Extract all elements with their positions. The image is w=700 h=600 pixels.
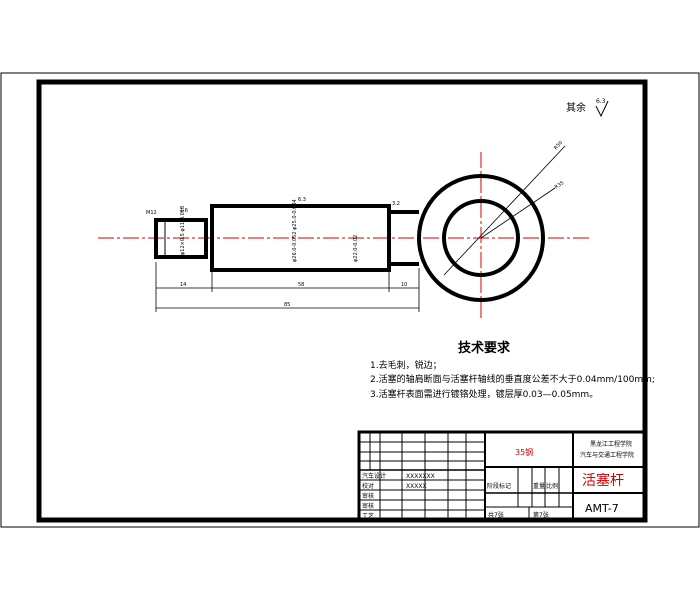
designer-label: 汽车设计: [362, 472, 386, 480]
checker-label: 校对: [362, 482, 374, 490]
length-dimensions: [155, 262, 420, 312]
scale-label: 比例: [546, 482, 558, 490]
threaded-end: [154, 218, 208, 259]
radius-leader-small: [480, 187, 556, 239]
sheet-number-label: 第7张: [533, 511, 549, 519]
material-label: 35钢: [515, 447, 533, 457]
length-14-label: 14: [180, 282, 186, 288]
roughness-1-label: 1.6: [180, 208, 188, 214]
roughness-symbol-icon: [595, 100, 609, 118]
requirement-item-1: 1.去毛刺，锐边；: [370, 359, 442, 371]
total-sheets-label: 共7张: [488, 511, 504, 519]
roughness-3-label: 3.2: [392, 201, 400, 207]
eye-inner-circle: [442, 199, 520, 277]
diameter-left-label: φ12×0.5 φ11-0.018: [180, 206, 186, 255]
requirement-item-3: 3.活塞杆表面需进行镀铬处理，镀层厚0.03—0.05mm。: [370, 388, 598, 400]
inner-frame: [36, 79, 648, 523]
piston-rod-drawing: [154, 145, 566, 302]
diameter-mid-label: φ26.0-0.052 φ25.0-0.084: [292, 199, 298, 262]
designer-value: XXXXXXX: [406, 473, 435, 480]
diameter-right-label: φ22.0-0.02: [353, 235, 359, 262]
length-58-label: 58: [298, 282, 304, 288]
requirements-title: 技术要求: [458, 340, 511, 356]
length-85-label: 85: [284, 302, 290, 308]
roughness-2-label: 6.3: [298, 197, 306, 203]
audit-label: 审核: [362, 502, 374, 510]
main-shaft: [210, 204, 391, 272]
school-name-line1: 黑龙江工程学院: [590, 440, 632, 448]
drawing-number-label: AMT-7: [585, 502, 619, 515]
radius-large-label: R50: [553, 140, 564, 151]
eye-outer-circle: [417, 174, 545, 302]
checker-value: XXXXX: [406, 483, 427, 490]
stage-mark-label: 阶段标记: [487, 482, 511, 490]
process-label: 工艺: [362, 512, 374, 520]
radius-leader-large: [443, 145, 566, 276]
roughness-note-value: 6.3: [596, 98, 606, 105]
technical-requirements: 技术要求 1.去毛刺，锐边； 2.活塞的轴肩断面与活塞杆轴线的垂直度公差不大于0…: [370, 340, 655, 400]
check-label: 审核: [362, 492, 374, 500]
thread-label: M12: [146, 210, 157, 216]
roughness-note: 其余 6.3: [566, 98, 609, 118]
part-name-label: 活塞杆: [582, 472, 624, 489]
outer-frame: [0, 72, 700, 528]
radius-small-label: R35: [554, 180, 566, 190]
requirement-item-2: 2.活塞的轴肩断面与活塞杆轴线的垂直度公差不大于0.04mm/100mm;: [370, 373, 655, 385]
length-10-label: 10: [401, 282, 407, 288]
school-name-line2: 汽车与交通工程学院: [580, 451, 634, 459]
roughness-note-label: 其余: [566, 101, 586, 114]
weight-label: 重量: [533, 482, 545, 490]
title-block: [357, 430, 647, 522]
